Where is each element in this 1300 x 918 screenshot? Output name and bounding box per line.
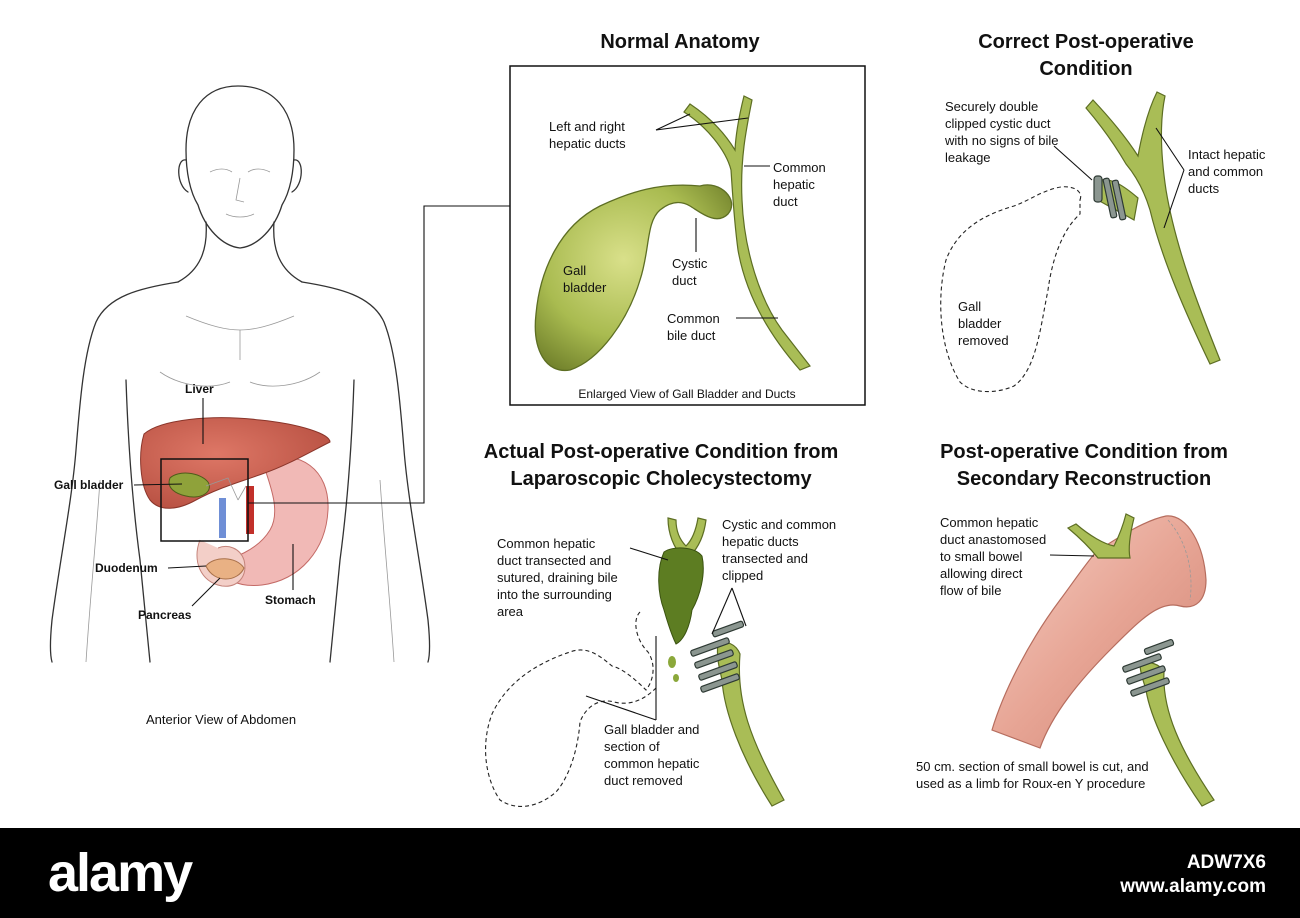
secondary-label-anast-1: Common hepatic (940, 515, 1039, 530)
secondary-title-line-1: Post-operative Condition from (940, 441, 1228, 463)
correct-label-clip-4: leakage (945, 150, 991, 165)
normal-label-common-hepatic-2: hepatic (773, 177, 815, 192)
normal-caption: Enlarged View of Gall Bladder and Ducts (578, 387, 795, 401)
actual-label-transected-2: duct transected and (497, 553, 611, 568)
actual-label-transected-5: area (497, 604, 524, 619)
site-url: www.alamy.com (1120, 876, 1266, 897)
actual-label-cystic-1: Cystic and common (722, 517, 836, 532)
actual-label-removed-2: section of (604, 739, 660, 754)
secondary-label-anast-2: duct anastomosed (940, 532, 1046, 547)
normal-gall-bladder (534, 184, 733, 372)
secondary-label-bowel-2: used as a limb for Roux-en Y procedure (916, 776, 1145, 791)
secondary-label-anast-4: allowing direct (940, 566, 1023, 581)
actual-label-removed-4: duct removed (604, 773, 683, 788)
normal-title: Normal Anatomy (600, 31, 760, 53)
actual-bile-leak (658, 547, 704, 645)
actual-label-removed-1: Gall bladder and (604, 722, 699, 737)
body-figure (49, 85, 431, 663)
actual-title-line-1: Actual Post-operative Condition from (484, 441, 838, 463)
aorta (246, 486, 254, 534)
label-duodenum: Duodenum (95, 561, 158, 575)
actual-label-removed-3: common hepatic (604, 756, 700, 771)
actual-label-transected-1: Common hepatic (497, 536, 596, 551)
actual-duct-drawing (658, 517, 785, 807)
pancreas-shape (205, 558, 245, 580)
normal-label-gall-2: bladder (563, 280, 607, 295)
correct-removed-outline (940, 186, 1082, 393)
body-caption: Anterior View of Abdomen (146, 712, 296, 727)
correct-label-intact-2: and common (1188, 164, 1263, 179)
abdominal-organs (140, 417, 331, 587)
brand-logo: alamy (48, 843, 193, 903)
actual-label-cystic-4: clipped (722, 568, 763, 583)
correct-label-removed-3: removed (958, 333, 1009, 348)
normal-label-hepatic-1: Left and right (549, 119, 625, 134)
actual-label-transected-4: into the surrounding (497, 587, 612, 602)
normal-label-bile-2: bile duct (667, 328, 716, 343)
stock-footer: alamy ADW7X6 www.alamy.com (0, 828, 1300, 918)
normal-label-hepatic-2: hepatic ducts (549, 136, 626, 151)
secondary-label-anast-5: flow of bile (940, 583, 1001, 598)
secondary-label-bowel-1: 50 cm. section of small bowel is cut, an… (916, 759, 1149, 774)
actual-label-cystic-3: transected and (722, 551, 808, 566)
normal-label-common-hepatic-3: duct (773, 194, 798, 209)
normal-label-gall-1: Gall (563, 263, 586, 278)
actual-removed-outline (485, 611, 657, 807)
correct-title-line-1: Correct Post-operative (978, 31, 1194, 53)
body-zoom-box (160, 458, 249, 542)
label-gall-bladder: Gall bladder (54, 478, 124, 492)
correct-duct-drawing (1085, 91, 1221, 365)
normal-duct-drawing (534, 95, 811, 372)
actual-label-transected-3: sutured, draining bile (497, 570, 618, 585)
label-stomach: Stomach (265, 593, 316, 607)
stomach-shape (213, 456, 329, 587)
actual-title-line-2: Laparoscopic Cholecystectomy (510, 468, 812, 490)
secondary-drawing (991, 513, 1215, 807)
correct-label-clip-2: clipped cystic duct (945, 116, 1051, 131)
correct-label-removed-1: Gall (958, 299, 981, 314)
small-bowel (991, 515, 1207, 749)
normal-label-cystic-1: Cystic (672, 256, 708, 271)
normal-label-common-hepatic-1: Common (773, 160, 826, 175)
secondary-label-anast-3: to small bowel (940, 549, 1022, 564)
correct-title-line-2: Condition (1039, 58, 1132, 80)
label-liver: Liver (185, 382, 214, 396)
vena-cava (219, 498, 226, 538)
correct-label-clip-3: with no signs of bile (944, 133, 1058, 148)
secondary-title-line-2: Secondary Reconstruction (957, 468, 1212, 490)
correct-label-intact-3: ducts (1188, 181, 1220, 196)
correct-label-removed-2: bladder (958, 316, 1002, 331)
gall-bladder-shape (168, 472, 210, 498)
label-pancreas: Pancreas (138, 608, 192, 622)
correct-label-intact-1: Intact hepatic (1188, 147, 1266, 162)
anatomy-diagram: Liver Gall bladder Duodenum Pancreas Sto… (49, 31, 1266, 807)
zoom-connector (248, 205, 510, 504)
actual-label-cystic-2: hepatic ducts (722, 534, 799, 549)
image-id: ADW7X6 (1186, 852, 1266, 873)
normal-label-bile-1: Common (667, 311, 720, 326)
normal-label-cystic-2: duct (672, 273, 697, 288)
correct-label-clip-1: Securely double (945, 99, 1038, 114)
